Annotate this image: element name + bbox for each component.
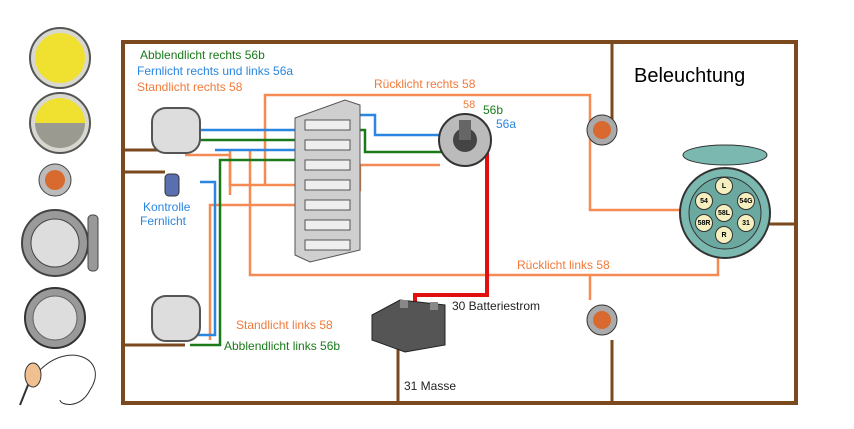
label-fernlicht-indicator: Fernlicht	[140, 214, 187, 228]
socket-pin-54g: 54G	[737, 192, 755, 210]
test-lamp-icon	[19, 354, 96, 406]
label-batteriestrom: 30 Batteriestrom	[452, 299, 541, 313]
headlight-half-yellow-icon	[29, 92, 91, 154]
label-abblendlicht-links: Abblendlicht links 56b	[224, 339, 341, 353]
socket-pin-58r: 58R	[695, 214, 713, 232]
high-beam-indicator	[164, 173, 180, 197]
headlight-left	[151, 295, 201, 342]
socket-pin-31: 31	[737, 214, 755, 232]
label-kontrolle: Kontrolle	[143, 200, 191, 214]
label-masse: 31 Masse	[404, 379, 457, 393]
trailer-socket-icon	[21, 209, 99, 277]
label-switch-56b: 56b	[483, 103, 504, 117]
taillight-icon	[38, 163, 72, 197]
taillight-left	[586, 304, 618, 336]
diagram-title: Beleuchtung	[634, 65, 746, 87]
label-switch-58: 58	[463, 99, 476, 111]
headlight-grey-icon	[24, 287, 86, 349]
battery-wire-30	[413, 150, 489, 310]
headlight-right	[151, 107, 201, 154]
socket-pin-l: L	[715, 177, 733, 195]
battery	[371, 299, 446, 353]
socket-pin-54: 54	[695, 192, 713, 210]
taillight-right	[586, 114, 618, 146]
socket-pin-r: R	[715, 226, 733, 244]
headlight-yellow-icon	[29, 27, 91, 89]
label-ruecklicht-links: Rücklicht links 58	[517, 258, 610, 272]
blue-wires-56a	[195, 113, 440, 337]
label-switch-56a: 56a	[496, 117, 517, 131]
label-standlicht-links: Standlicht links 58	[236, 318, 333, 332]
label-standlicht-rechts: Standlicht rechts 58	[137, 80, 243, 94]
light-switch[interactable]	[438, 113, 492, 167]
socket-pin-58l: 58L	[715, 204, 733, 222]
fuse-box	[294, 99, 361, 263]
label-fernlicht: Fernlicht rechts und links 56a	[137, 64, 294, 78]
label-abblendlicht-rechts: Abblendlicht rechts 56b	[140, 48, 265, 62]
label-ruecklicht-rechts: Rücklicht rechts 58	[374, 77, 476, 91]
